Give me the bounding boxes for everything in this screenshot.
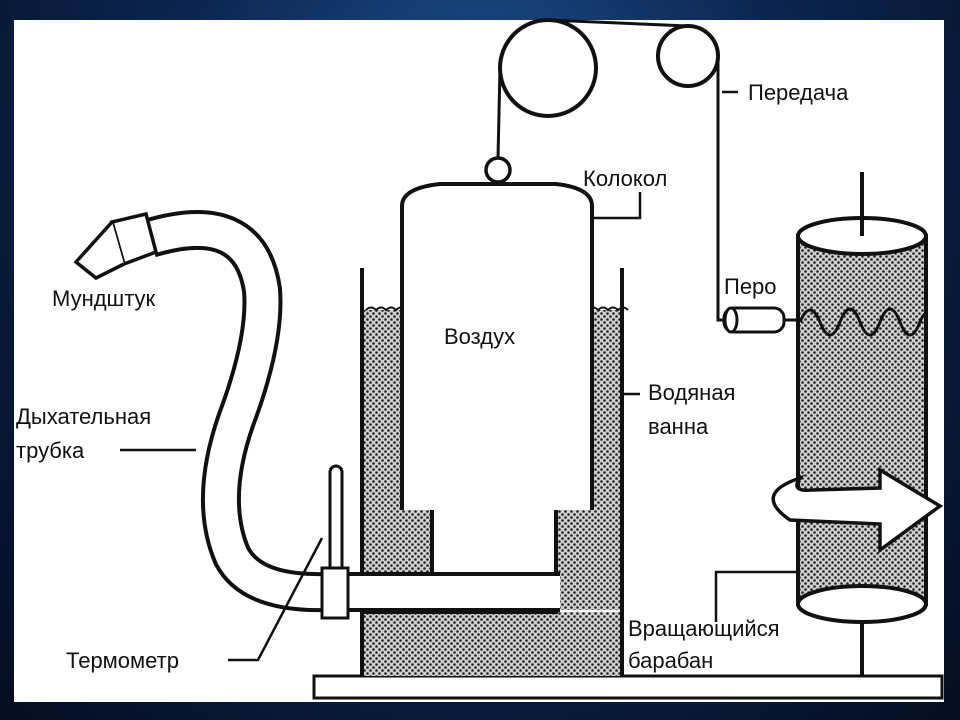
thermometer xyxy=(320,464,350,620)
large-pulley xyxy=(498,18,598,118)
breathing-tube xyxy=(144,210,560,613)
bell xyxy=(400,156,594,510)
mouthpiece xyxy=(73,211,159,281)
leader-lines xyxy=(120,90,800,662)
label-drum-2: барабан xyxy=(628,648,713,673)
rotating-drum xyxy=(771,172,944,676)
label-breathing-tube-2: трубка xyxy=(16,438,85,463)
pen xyxy=(722,306,800,334)
label-transmission: Передача xyxy=(748,80,849,105)
base-plate xyxy=(312,674,944,700)
label-water-bath-1: Водяная xyxy=(648,380,735,405)
label-drum-1: Вращающийся xyxy=(628,616,780,641)
label-air: Воздух xyxy=(444,324,515,349)
label-water-bath-2: ванна xyxy=(648,414,709,439)
label-breathing-tube-1: Дыхательная xyxy=(16,404,151,429)
label-bell: Колокол xyxy=(583,166,667,191)
label-pen: Перо xyxy=(724,274,777,299)
label-thermometer: Термометр xyxy=(66,648,179,673)
small-pulley xyxy=(656,24,720,88)
label-mouthpiece: Мундштук xyxy=(52,286,156,311)
